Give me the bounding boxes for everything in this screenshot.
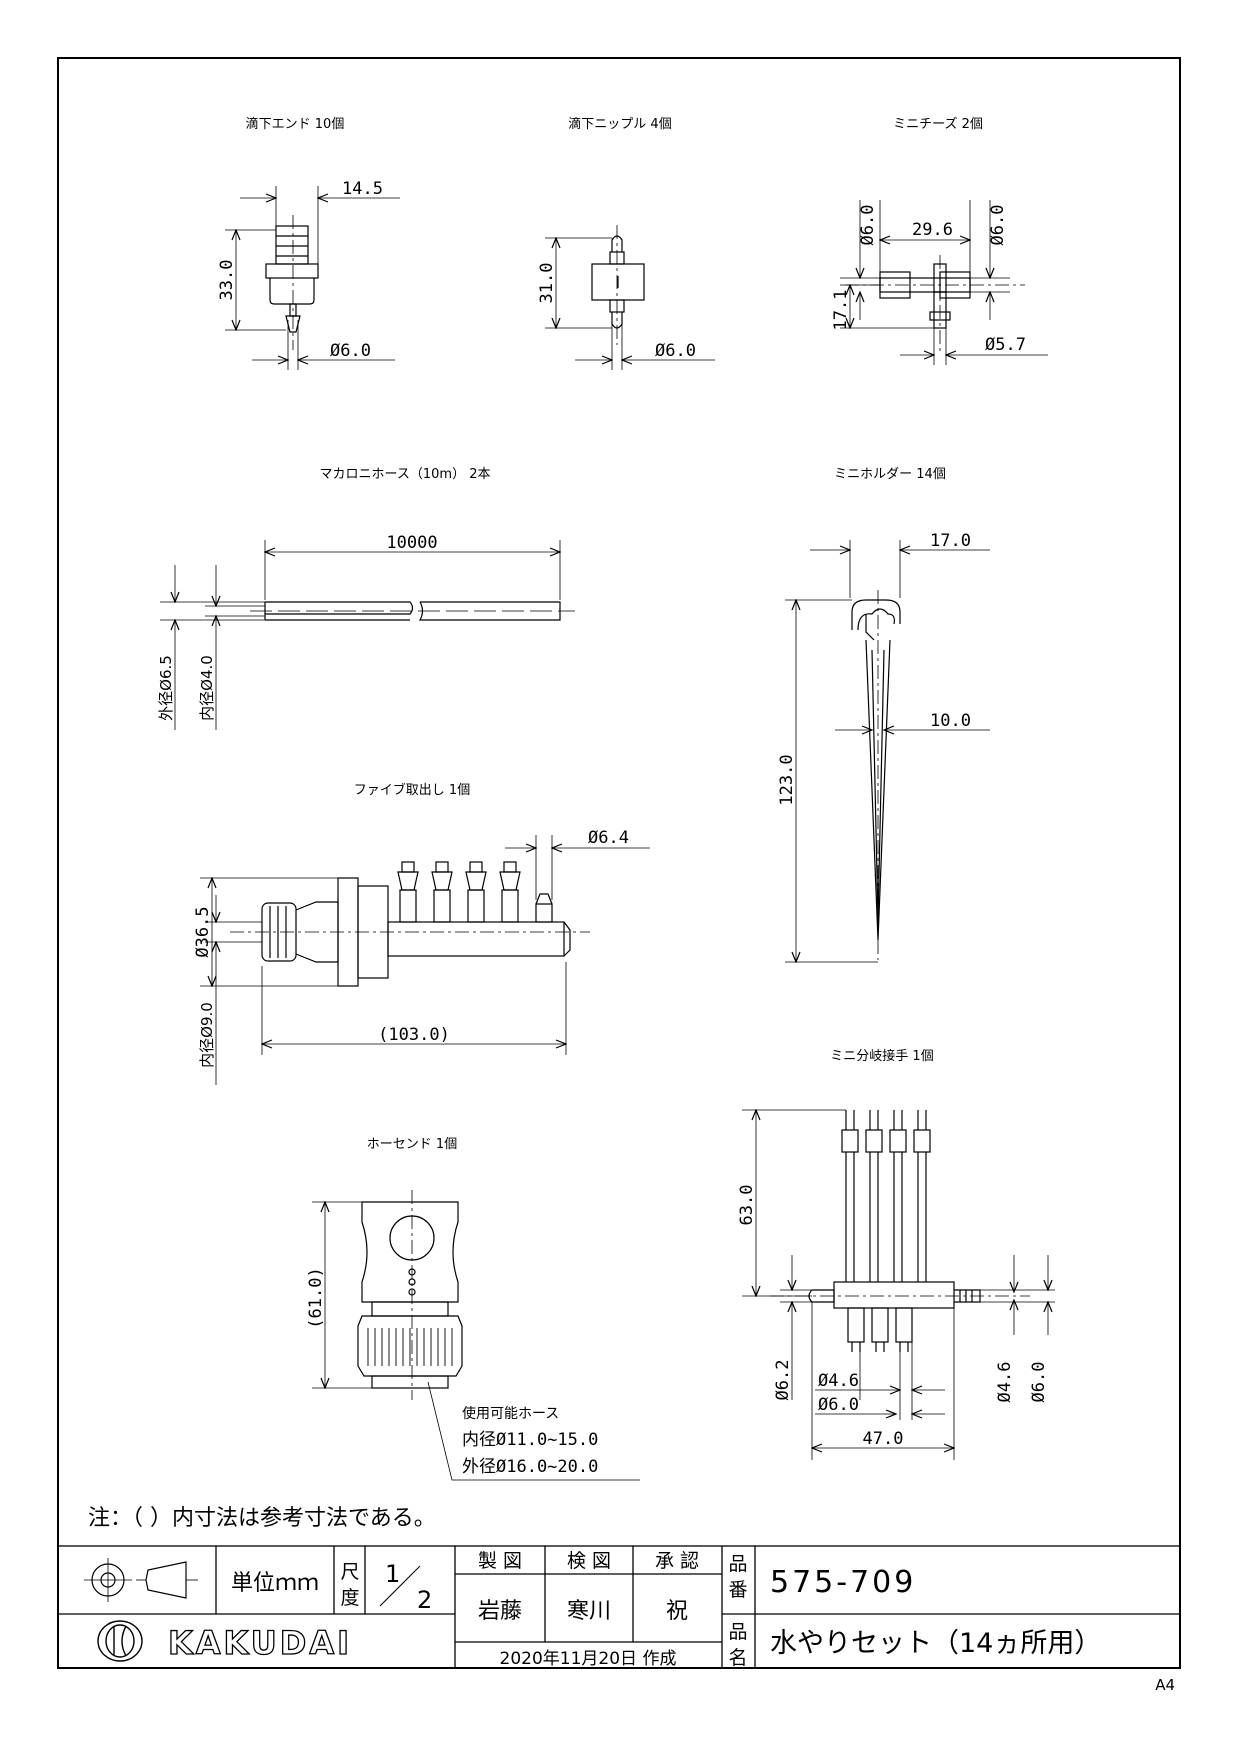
mini-branch-dim-left: Ø6.2 — [773, 1360, 793, 1401]
part-number-label-1: 品 — [728, 1553, 747, 1575]
macaroni-hose-dim-length: 10000 — [386, 533, 437, 553]
five-outlet-dim-tip: Ø6.4 — [588, 828, 629, 848]
five-outlet-dim-length: (103.0) — [378, 1025, 450, 1045]
title-block: KAKUDAI 単位ｍｍ 尺 度 1 2 製 図 検 図 承 認 岩藤 寒川 祝… — [57, 1545, 1181, 1669]
checked-by-name: 寒川 — [567, 1599, 611, 1624]
kakudai-logo — [97, 1620, 143, 1662]
drawn-by-name: 岩藤 — [478, 1599, 522, 1624]
drip-end-drawing: 滴下エンド 10個 14.5 33.0 Ø6.0 — [217, 116, 400, 370]
macaroni-hose-dim-inner: 内径Ø4.0 — [198, 655, 216, 721]
mini-tee-dim-right-dia: Ø6.0 — [988, 205, 1008, 246]
hose-end-note-inner: 内径Ø11.0~15.0 — [462, 1430, 598, 1450]
drip-nipple-title: 滴下ニップル 4個 — [568, 116, 671, 132]
mini-holder-dim-top: 17.0 — [930, 531, 971, 551]
scale-label-1: 尺 — [340, 1561, 359, 1583]
drip-nipple-drawing: 滴下ニップル 4個 31.0 Ø6.0 — [537, 116, 715, 370]
hose-end-note-outer: 外径Ø16.0~20.0 — [462, 1457, 598, 1477]
checked-by-header: 検 図 — [567, 1550, 611, 1572]
macaroni-hose-title: マカロニホース（10m） 2本 — [320, 467, 491, 482]
mini-holder-dim-mid: 10.0 — [930, 711, 971, 731]
drip-end-dim-dia: Ø6.0 — [330, 341, 371, 361]
mini-tee-drawing: ミニチーズ 2個 29.6 Ø6.0 Ø6.0 17.1 Ø5.7 — [831, 116, 1048, 365]
macaroni-hose-drawing: マカロニホース（10m） 2本 10000 外径Ø6.5 内径Ø4.0 — [157, 467, 575, 730]
kakudai-wordmark: KAKUDAI — [168, 1624, 352, 1662]
mini-tee-title: ミニチーズ 2個 — [893, 116, 983, 132]
macaroni-hose-dim-outer: 外径Ø6.5 — [157, 655, 175, 721]
sheet-size: A4 — [1155, 1676, 1175, 1694]
mini-branch-title: ミニ分岐接手 1個 — [830, 1048, 933, 1064]
mini-branch-dim-height: 63.0 — [737, 1185, 757, 1226]
unit-label: 単位ｍｍ — [231, 1571, 319, 1596]
mini-branch-dim-a: Ø4.6 — [818, 1371, 859, 1391]
drawn-by-header: 製 図 — [478, 1550, 522, 1572]
hose-end-title: ホーセンド 1個 — [367, 1137, 457, 1152]
mini-holder-title: ミニホルダー 14個 — [834, 467, 946, 482]
mini-tee-dim-width: 29.6 — [912, 220, 953, 240]
approved-by-header: 承 認 — [655, 1550, 699, 1572]
scale-label-2: 度 — [340, 1587, 359, 1609]
mini-branch-dim-width: 47.0 — [863, 1429, 904, 1449]
five-outlet-drawing: ファイブ取出し 1個 Ø6.4 Ø36.5 内径Ø9.0 — [193, 782, 650, 1085]
approved-by-name: 祝 — [666, 1599, 688, 1624]
product-name: 水やりセット（14ヵ所用） — [770, 1628, 1101, 1659]
five-outlet-title: ファイブ取出し 1個 — [354, 782, 470, 798]
scale-numerator: 1 — [385, 1560, 400, 1588]
hose-end-dim-height: (61.0) — [306, 1267, 326, 1328]
mini-branch-dim-r2: Ø6.0 — [1029, 1362, 1049, 1403]
mini-holder-drawing: ミニホルダー 14個 17.0 10.0 123.0 — [777, 467, 990, 962]
product-name-label-1: 品 — [728, 1621, 747, 1643]
hose-end-drawing: ホーセンド 1個 (61.0) 使用可能ホース 内径Ø11.0~15.0 外径Ø… — [306, 1137, 640, 1481]
mini-tee-dim-bottom-dia: Ø5.7 — [985, 335, 1026, 355]
product-name-label-2: 名 — [728, 1647, 747, 1669]
third-angle-projection-icon — [84, 1558, 198, 1602]
drip-end-title: 滴下エンド 10個 — [246, 116, 345, 132]
reference-note: 注：（ ）内寸法は参考寸法である。 — [88, 1506, 436, 1531]
mini-branch-dim-b: Ø6.0 — [818, 1395, 859, 1415]
drip-end-dim-width: 14.5 — [342, 179, 383, 199]
drip-nipple-dim-dia: Ø6.0 — [655, 341, 696, 361]
mini-tee-dim-left-dia: Ø6.0 — [858, 205, 878, 246]
mini-branch-drawing: ミニ分岐接手 1個 63.0 Ø6.2 — [737, 1048, 1055, 1460]
hose-end-note-title: 使用可能ホース — [462, 1405, 559, 1422]
five-outlet-dim-inner: 内径Ø9.0 — [198, 1002, 216, 1068]
drip-nipple-dim-height: 31.0 — [537, 263, 557, 304]
mini-tee-dim-height: 17.1 — [831, 290, 851, 331]
mini-holder-dim-height: 123.0 — [777, 754, 797, 805]
part-number-label-2: 番 — [728, 1579, 747, 1601]
five-outlet-dim-dia: Ø36.5 — [193, 906, 213, 957]
scale-denominator: 2 — [417, 1586, 432, 1614]
drip-end-dim-height: 33.0 — [217, 260, 237, 301]
part-number: 575-709 — [770, 1565, 916, 1600]
mini-branch-dim-r1: Ø4.6 — [995, 1362, 1015, 1403]
creation-date: 2020年11月20日 作成 — [500, 1649, 677, 1669]
